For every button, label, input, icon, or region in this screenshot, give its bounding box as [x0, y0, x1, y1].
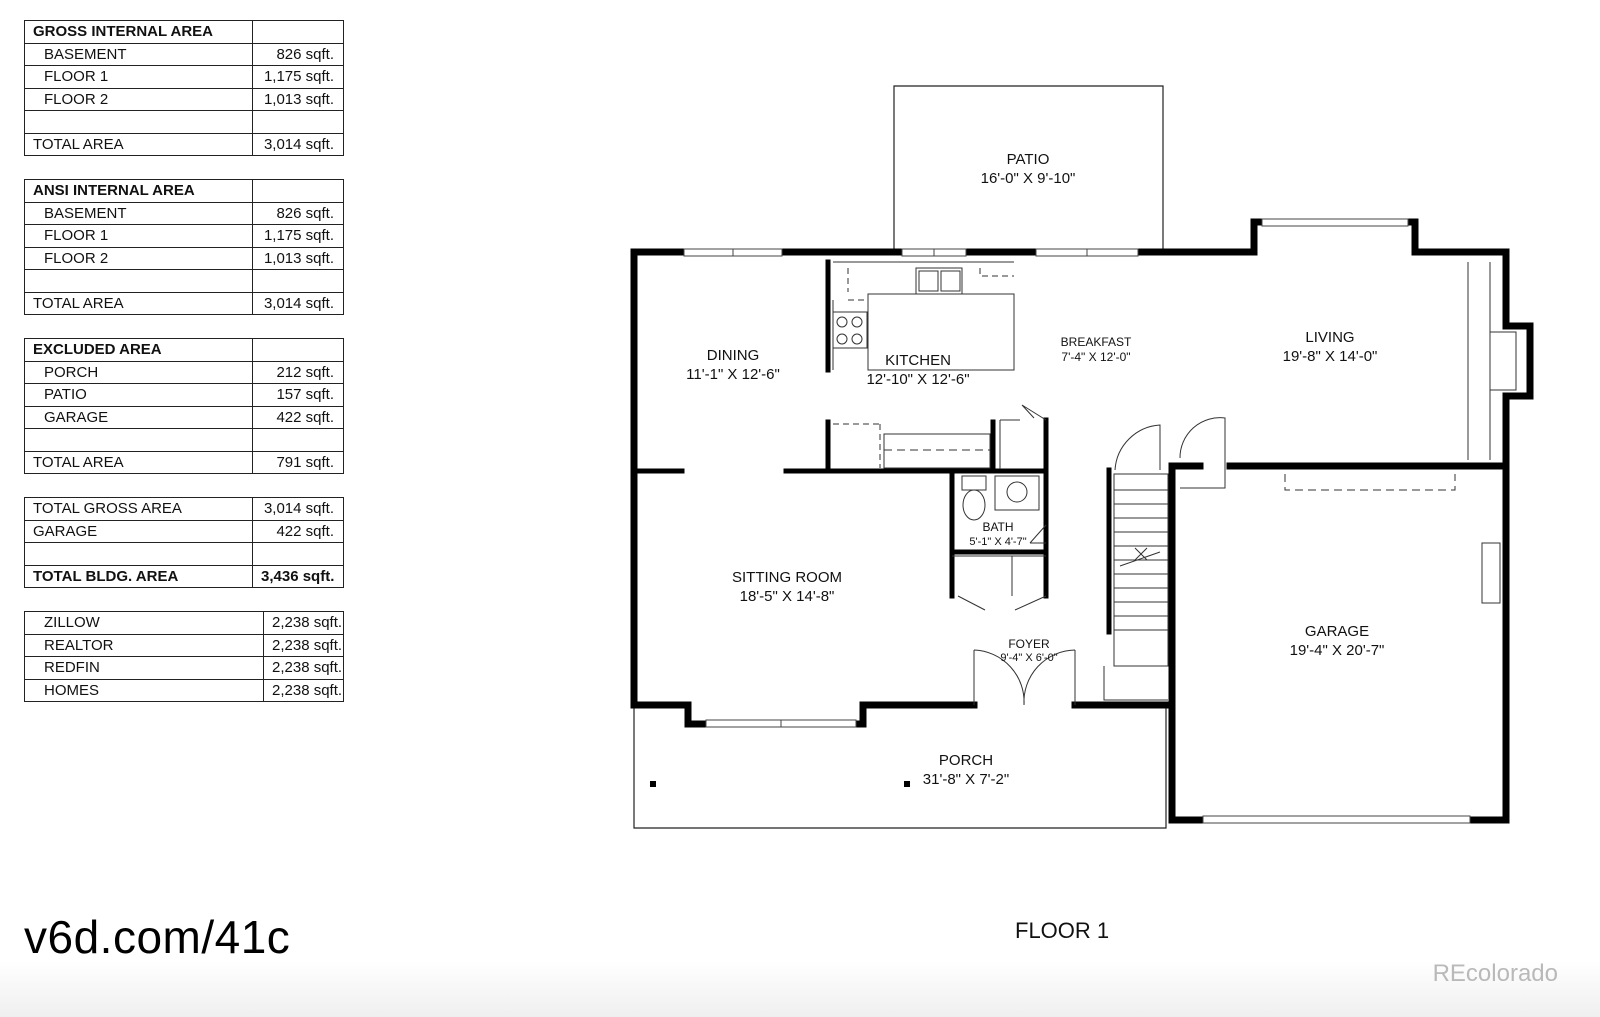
room-dims-kitchen: 12'-10" X 12'-6": [866, 371, 969, 388]
room-name-kitchen: KITCHEN: [885, 352, 951, 369]
room-dims-foyer: 9'-4" X 6'-0": [1000, 652, 1057, 664]
room-name-living: LIVING: [1305, 329, 1354, 346]
room-dims-bath: 5'-1" X 4'-7": [969, 536, 1026, 548]
short-link[interactable]: v6d.com/41c: [24, 911, 291, 963]
room-dims-sitting: 18'-5" X 14'-8": [740, 588, 835, 605]
room-name-foyer: FOYER: [1008, 637, 1050, 651]
bottom-fade: [0, 961, 1600, 1017]
room-dims-patio: 16'-0" X 9'-10": [981, 170, 1076, 187]
room-dims-dining: 11'-1" X 12'-6": [686, 366, 780, 383]
room-labels: PATIO 16'-0" X 9'-10" DINING 11'-1" X 12…: [686, 151, 1384, 788]
room-name-porch: PORCH: [939, 752, 993, 769]
room-dims-breakfast: 7'-4" X 12'-0": [1061, 350, 1130, 364]
porch-outline: [633, 705, 1167, 829]
room-dims-garage: 19'-4" X 20'-7": [1290, 642, 1385, 659]
interior-walls: [635, 259, 1112, 635]
door-swings: [973, 417, 1226, 706]
room-name-patio: PATIO: [1007, 151, 1050, 168]
room-name-sitting: SITTING ROOM: [732, 569, 842, 586]
room-name-breakfast: BREAKFAST: [1061, 335, 1132, 349]
floor-label: FLOOR 1: [1015, 918, 1110, 943]
table-header: GROSS INTERNAL AREA: [24, 20, 253, 44]
exterior-walls: [630, 218, 1534, 824]
room-name-dining: DINING: [707, 347, 760, 364]
room-name-bath: BATH: [982, 520, 1013, 534]
stairs: [1103, 473, 1169, 701]
table-header: ANSI INTERNAL AREA: [24, 179, 253, 203]
fixtures: [832, 261, 1517, 611]
windows: [683, 218, 1471, 824]
watermark: REcolorado: [1432, 960, 1558, 987]
room-dims-porch: 31'-8" X 7'-2": [923, 771, 1009, 788]
table-row-empty: [24, 110, 344, 134]
porch-columns: [650, 781, 910, 787]
room-dims-living: 19'-8" X 14'-0": [1283, 348, 1378, 365]
room-name-garage: GARAGE: [1305, 623, 1369, 640]
patio-outline: [893, 85, 1164, 252]
